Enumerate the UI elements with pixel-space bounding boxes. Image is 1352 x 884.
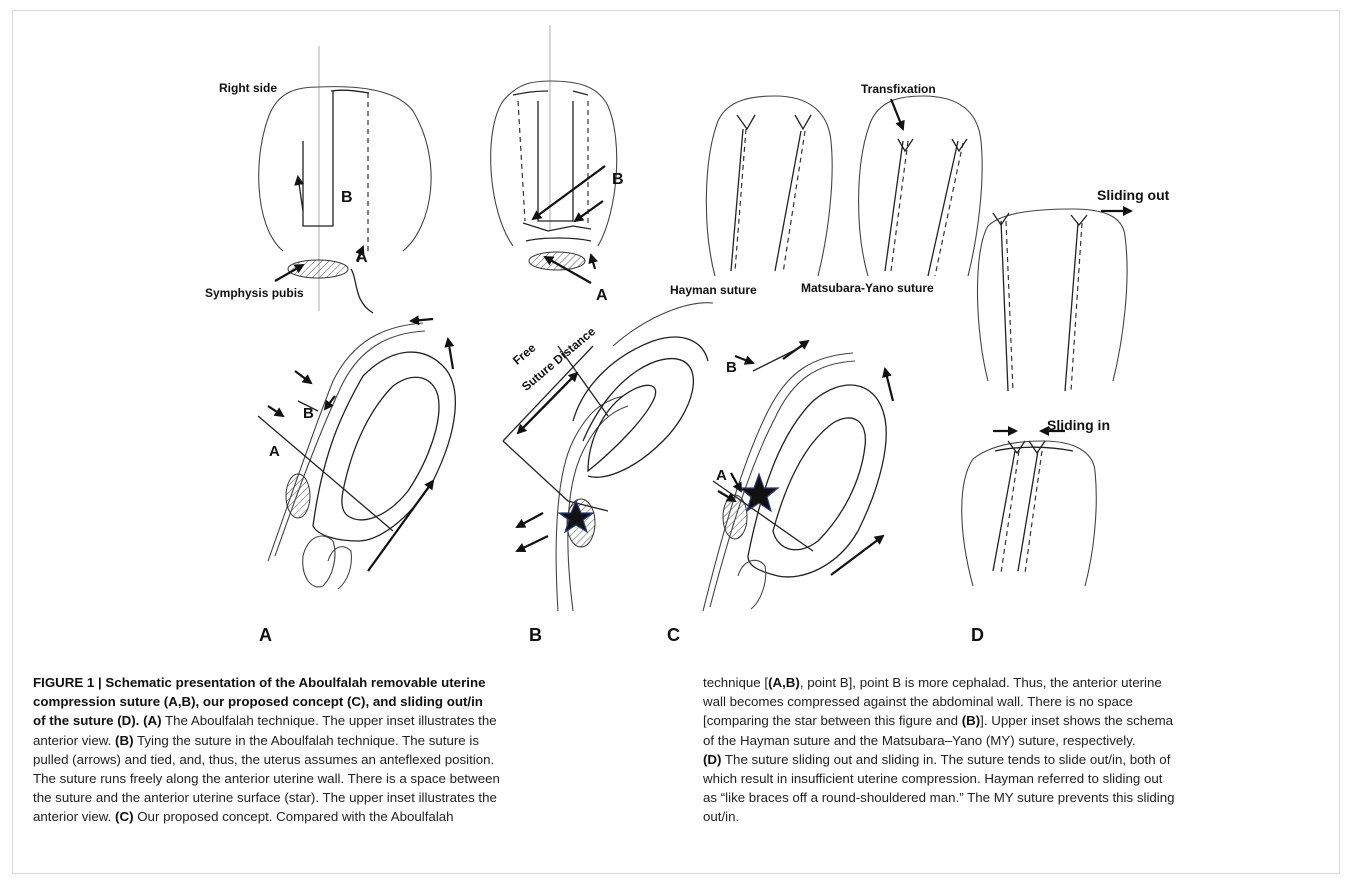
caption-text: pulled (arrows) and tied, and, thus, the… xyxy=(33,750,679,769)
caption-text: of the Hayman suture and the Matsubara–Y… xyxy=(703,731,1343,750)
caption-text: the suture and the anterior uterine surf… xyxy=(33,788,679,807)
caption-text: The Aboulfalah technique. The upper inse… xyxy=(162,713,497,728)
label-sliding-in: Sliding in xyxy=(1047,417,1110,433)
caption-ref-d: (D) xyxy=(703,752,721,767)
caption-text: as “like braces off a round-shouldered m… xyxy=(703,788,1343,807)
panel-letter-c: C xyxy=(667,625,680,646)
caption-ref-ab: (A,B) xyxy=(768,675,800,690)
label-symphysis-pubis: Symphysis pubis xyxy=(205,286,304,300)
sagittal-a xyxy=(258,319,455,589)
caption-text: , point B], point B is more cephalad. Th… xyxy=(800,675,1162,690)
caption-text: Tying the suture in the Aboulfalah techn… xyxy=(134,733,479,748)
label-matsubara-yano-suture: Matsubara-Yano suture xyxy=(801,281,934,295)
panel-letter-a: A xyxy=(259,625,272,646)
caption-ref-b: (B) xyxy=(115,733,133,748)
caption-text: wall becomes compressed against the abdo… xyxy=(703,692,1343,711)
caption-ref-c: (C) xyxy=(115,809,133,824)
caption-text: technique [ xyxy=(703,675,768,690)
caption-ref-a: (A) xyxy=(143,713,161,728)
inset-b-anterior-view xyxy=(491,25,617,283)
label-right-side: Right side xyxy=(219,81,277,95)
caption-title-1: FIGURE 1 | Schematic presentation of the… xyxy=(33,675,485,690)
label-hayman-suture: Hayman suture xyxy=(670,283,757,297)
caption-text: The suture sliding out and sliding in. T… xyxy=(721,752,1170,767)
caption-text: ]. Upper inset shows the schema xyxy=(980,713,1173,728)
caption-text: which result in insufficient uterine com… xyxy=(703,769,1343,788)
inset-d-sliding-in xyxy=(962,431,1097,586)
inset-d-sliding-out xyxy=(977,209,1131,391)
caption-text: [comparing the star between this figure … xyxy=(703,713,962,728)
caption-ref-b: (B) xyxy=(962,713,980,728)
point-a-sagittal-a: A xyxy=(269,443,280,460)
label-sliding-out: Sliding out xyxy=(1097,187,1169,203)
label-transfixation: Transfixation xyxy=(861,82,936,96)
point-b-sagittal-c: B xyxy=(726,359,737,376)
caption-text: The suture runs freely along the anterio… xyxy=(33,769,679,788)
sagittal-c xyxy=(703,341,893,611)
caption-title-2: compression suture (A,B), our proposed c… xyxy=(33,694,483,709)
caption-text: anterior view. xyxy=(33,809,115,824)
panel-letter-d: D xyxy=(971,625,984,646)
caption-right-column: technique [(A,B), point B], point B is m… xyxy=(703,673,1343,827)
caption-text: out/in. xyxy=(703,807,1343,826)
point-a-inset-a: A xyxy=(356,249,368,267)
panel-letter-b: B xyxy=(529,625,542,646)
point-b-inset-a: B xyxy=(341,189,353,207)
caption-text: anterior view. xyxy=(33,733,115,748)
schematic-drawings xyxy=(13,11,1341,661)
caption-text: Our proposed concept. Compared with the … xyxy=(134,809,454,824)
inset-c-hayman-my xyxy=(706,96,982,276)
point-b-sagittal-a: B xyxy=(303,405,314,422)
inset-a-anterior-view xyxy=(259,46,431,313)
figure-frame: Right side B A Symphysis pubis B A Trans… xyxy=(12,10,1340,874)
point-a-sagittal-c: A xyxy=(716,467,727,484)
point-b-inset-b: B xyxy=(612,171,624,189)
caption-left-column: FIGURE 1 | Schematic presentation of the… xyxy=(33,673,679,827)
caption-title-3: of the suture (D). xyxy=(33,713,139,728)
point-a-inset-b: A xyxy=(596,287,608,305)
